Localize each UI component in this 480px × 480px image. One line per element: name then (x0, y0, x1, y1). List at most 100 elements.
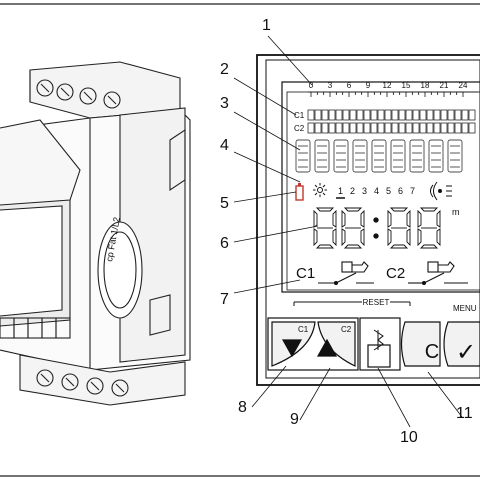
digit (417, 207, 441, 249)
program-segment (468, 109, 476, 121)
channel-status-row: C1 C2 (296, 261, 468, 286)
program-segment (440, 122, 448, 134)
hour-tick-24: 24 (459, 81, 468, 90)
callout-lines (233, 35, 463, 428)
digit (341, 207, 365, 249)
main-clock-display (313, 207, 441, 249)
program-segment (433, 122, 441, 134)
button-row (267, 317, 480, 371)
day-4: 4 (374, 186, 379, 196)
program-segment (356, 122, 364, 134)
hour-scale: 0 3 6 9 12 15 18 21 24 (308, 81, 478, 97)
c-button[interactable] (400, 321, 441, 367)
program-segment (328, 122, 336, 134)
program-segment (363, 109, 371, 121)
callout-9: 9 (290, 411, 299, 428)
day-1: 1 (338, 186, 343, 196)
program-segment (342, 122, 350, 134)
day-row: 1 2 3 4 5 6 7 (295, 181, 452, 201)
bluetooth-led-window (367, 344, 391, 368)
program-segment (461, 109, 469, 121)
character-cell (390, 139, 406, 173)
program-segment (454, 122, 462, 134)
day-6: 6 (398, 186, 403, 196)
c-button-label: C (425, 341, 439, 363)
menu-label: MENU (453, 304, 477, 313)
character-cell (428, 139, 444, 173)
status-c2-label: C2 (386, 265, 405, 282)
device-buttons (0, 317, 71, 339)
wireless-signal-icon (430, 181, 452, 201)
down-arrow-icon (281, 339, 303, 358)
character-cell (371, 139, 387, 173)
character-row (295, 139, 463, 173)
hour-tick-21: 21 (440, 81, 449, 90)
program-segment (433, 109, 441, 121)
character-cell (295, 139, 311, 173)
program-segment (314, 122, 322, 134)
callouts: 1 2 3 4 5 6 7 8 9 10 11 (220, 17, 473, 446)
colon-dot (373, 233, 379, 239)
program-segment (321, 122, 329, 134)
program-segment (335, 122, 343, 134)
program-segment (447, 109, 455, 121)
program-segment (468, 122, 476, 134)
up-arrow-icon (316, 338, 338, 357)
program-segment (363, 122, 371, 134)
program-segment (391, 122, 399, 134)
program-segment (349, 109, 357, 121)
program-segment (370, 122, 378, 134)
day-3: 3 (362, 186, 367, 196)
bottom-screws (36, 369, 129, 397)
program-segment (384, 109, 392, 121)
program-segment (398, 122, 406, 134)
callout-7: 7 (220, 291, 229, 308)
program-segment (405, 109, 413, 121)
program-segment (342, 109, 350, 121)
hour-tick-15: 15 (402, 81, 411, 90)
down-button-label: C1 (298, 325, 309, 334)
bluetooth-icon (373, 329, 384, 351)
program-segment (426, 109, 434, 121)
character-cell (352, 139, 368, 173)
program-segment (426, 122, 434, 134)
callout-4: 4 (220, 137, 229, 154)
character-cell (333, 139, 349, 173)
hour-tick-6: 6 (347, 81, 352, 90)
digit (387, 207, 411, 249)
reset-menu-bar: RESET MENU (293, 297, 477, 313)
bluetooth-button[interactable] (359, 317, 401, 371)
sun-icon (313, 183, 327, 197)
day-7: 7 (410, 186, 415, 196)
callout-2: 2 (220, 61, 229, 78)
program-segment (307, 122, 315, 134)
callout-6: 6 (220, 235, 229, 252)
hour-tick-3: 3 (328, 81, 333, 90)
program-segment (314, 109, 322, 121)
program-segment (377, 122, 385, 134)
day-2: 2 (350, 186, 355, 196)
c1-relay-icon (341, 261, 353, 273)
reset-label: RESET (363, 298, 390, 307)
hour-tick-18: 18 (421, 81, 430, 90)
program-segment (419, 122, 427, 134)
program-c2-label: C2 (294, 124, 305, 133)
hour-tick-12: 12 (383, 81, 392, 90)
program-segment (307, 109, 315, 121)
character-cell (409, 139, 425, 173)
c1-hand-icon (352, 261, 369, 273)
callout-8: 8 (238, 399, 247, 416)
program-segment (398, 109, 406, 121)
day-5: 5 (386, 186, 391, 196)
program-segment (377, 109, 385, 121)
program-segment (335, 109, 343, 121)
program-segment (356, 109, 364, 121)
ok-button[interactable] (443, 321, 480, 367)
hour-tick-9: 9 (366, 81, 371, 90)
program-segment (349, 122, 357, 134)
program-segment (461, 122, 469, 134)
battery-terminal-icon (298, 183, 301, 186)
program-segment (405, 122, 413, 134)
c2-hand-icon (438, 261, 455, 273)
